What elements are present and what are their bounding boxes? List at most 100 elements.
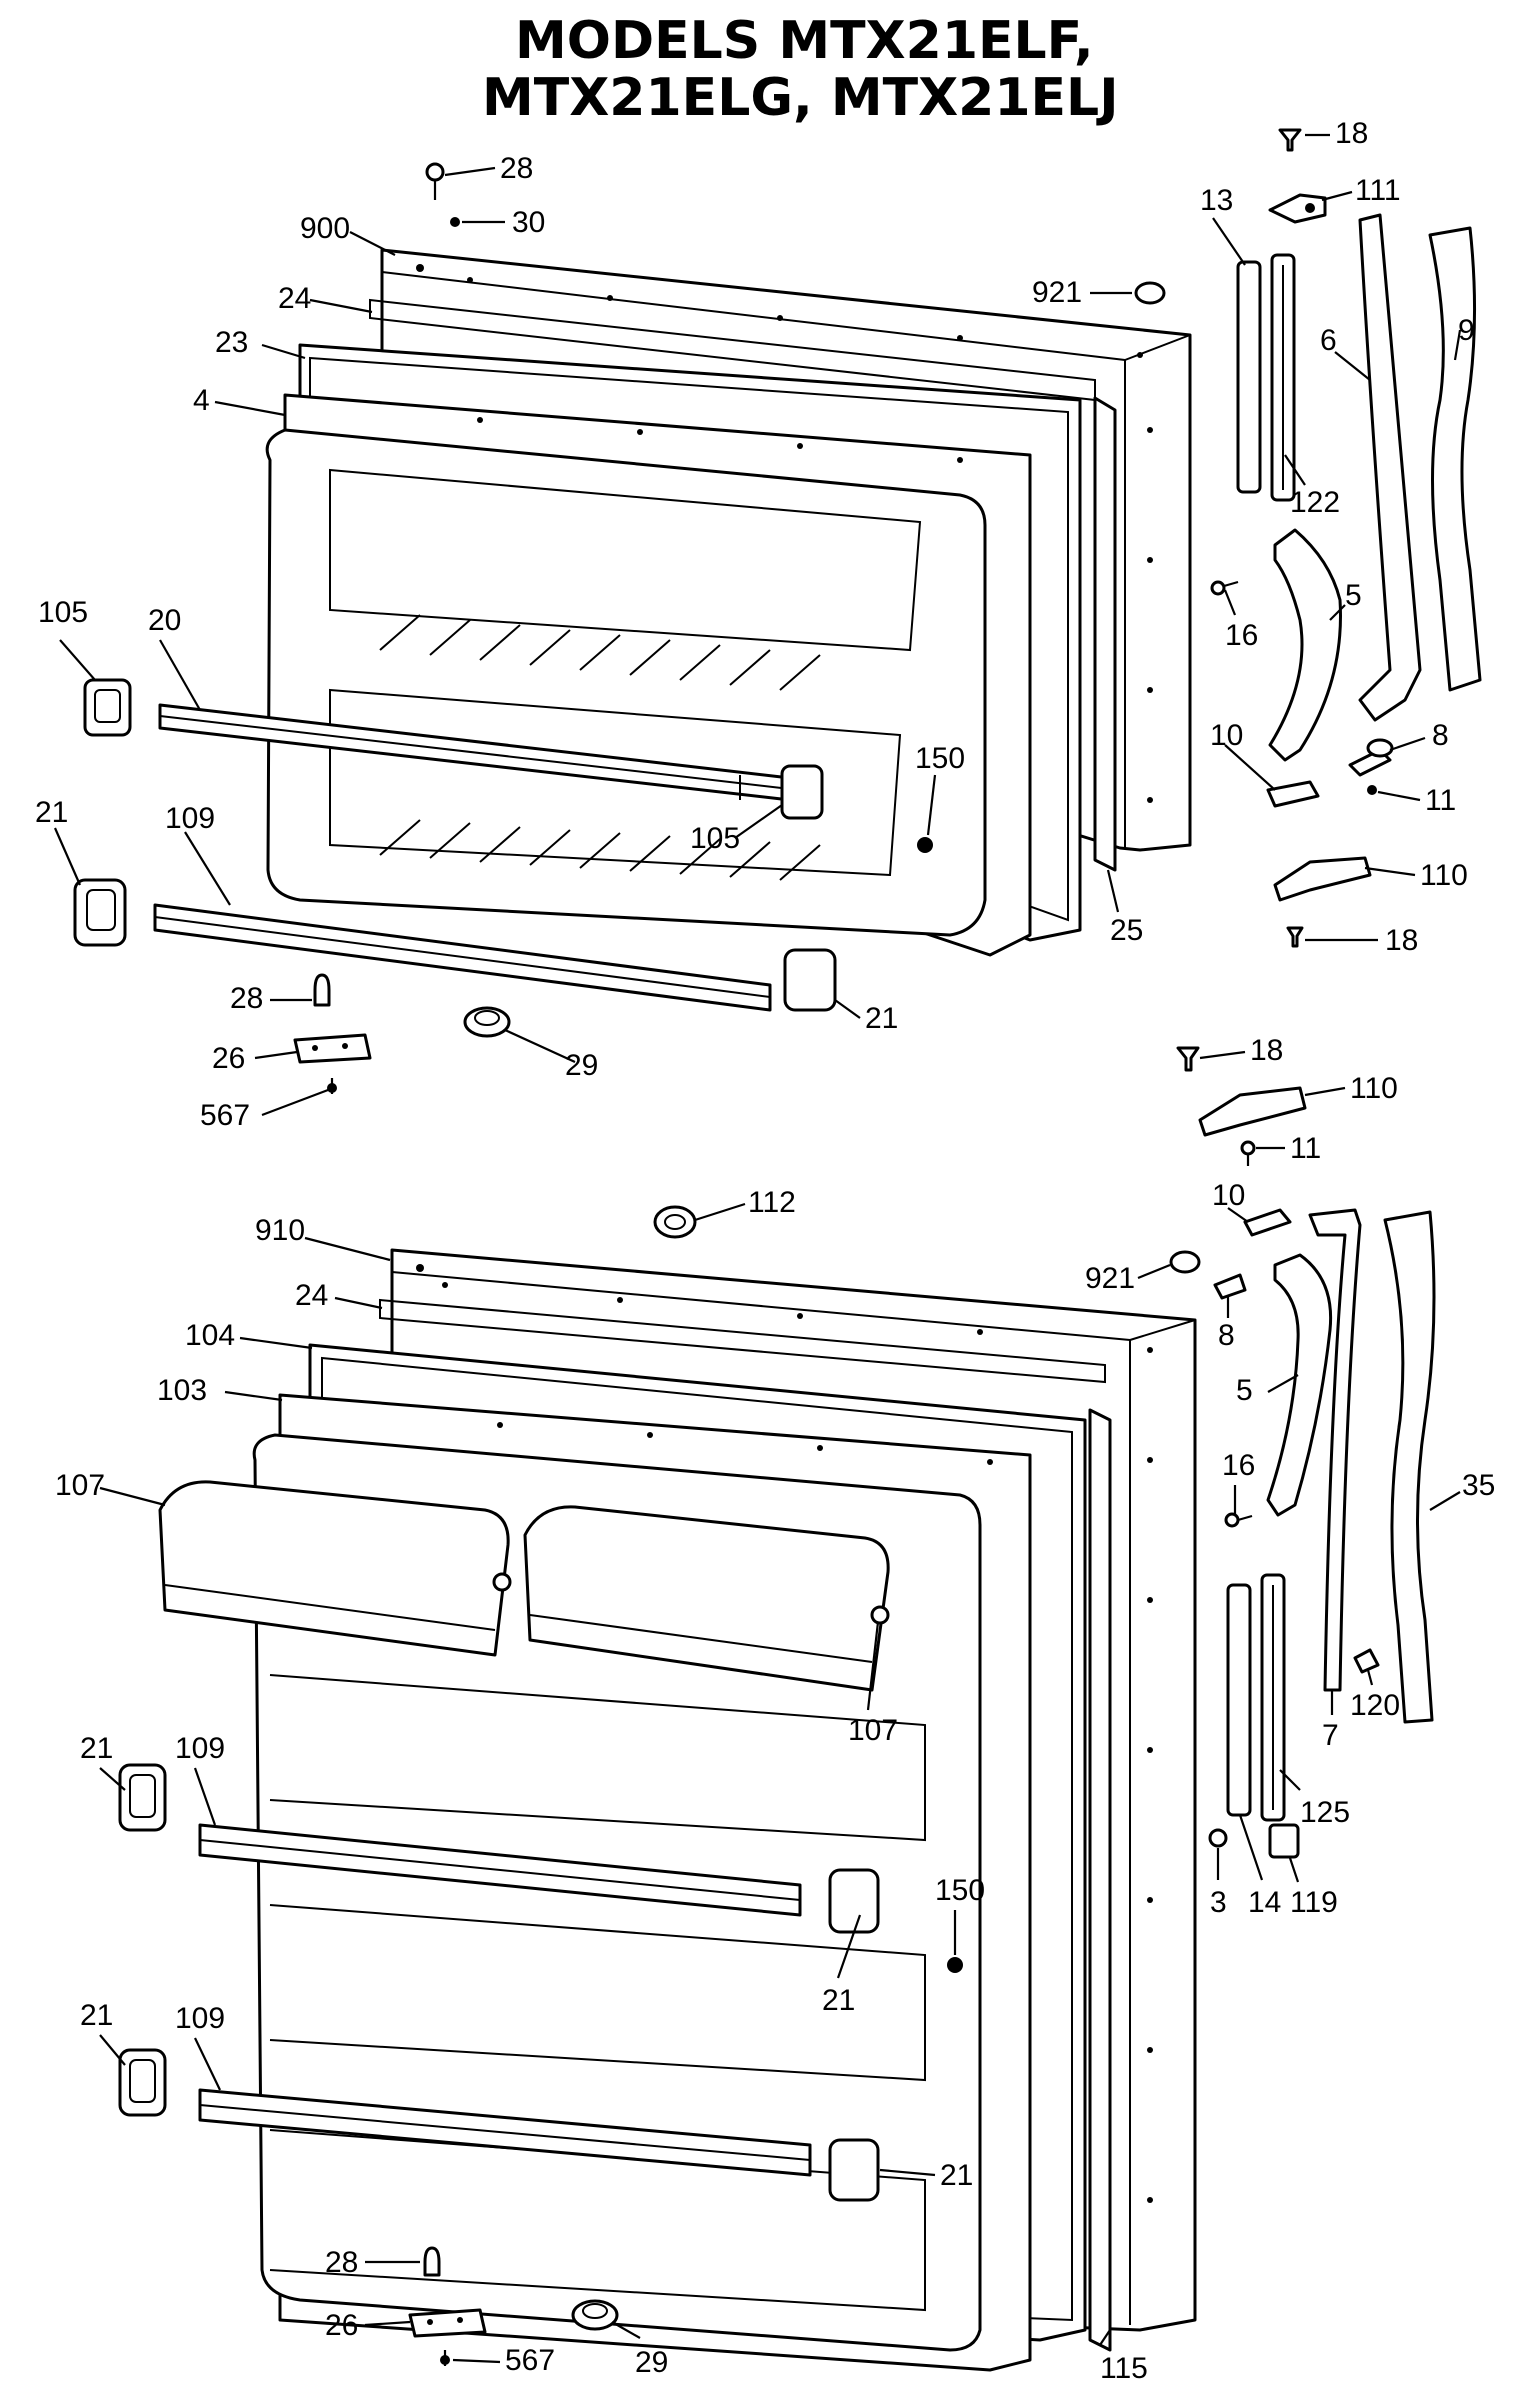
callout-28: 28: [500, 152, 533, 185]
callout-21: 21: [80, 1732, 113, 1765]
stop-13-122: [1236, 253, 1296, 502]
callout-30: 30: [512, 206, 545, 239]
dairy-compartment-107-left: [158, 1480, 512, 1657]
callout-110: 110: [1420, 859, 1468, 892]
screw-150-freezer: [917, 837, 933, 853]
callout-5: 5: [1345, 579, 1362, 612]
handle-bracket-5-freezer: [1268, 528, 1342, 762]
clip-8-fresh-food: [1213, 1273, 1247, 1300]
callout-7: 7: [1322, 1719, 1339, 1752]
callout-18: 18: [1385, 924, 1418, 957]
clip-10-fresh-food: [1243, 1208, 1292, 1237]
callout-910: 910: [255, 1214, 305, 1247]
screw-150-fresh-food: [947, 1957, 963, 1973]
callout-25: 25: [1110, 914, 1143, 947]
screw-3: [1208, 1828, 1228, 1848]
callout-10: 10: [1212, 1179, 1245, 1212]
callout-21: 21: [865, 1002, 898, 1035]
callout-24: 24: [295, 1279, 328, 1312]
dairy-compartment-107-right: [523, 1505, 890, 1692]
callout-24: 24: [278, 282, 311, 315]
callout-26: 26: [212, 1042, 245, 1075]
callout-105: 105: [38, 596, 88, 629]
screw-28-freezer: [313, 973, 331, 1007]
callout-120: 120: [1350, 1689, 1400, 1722]
screw-30: [450, 217, 460, 227]
callout-21: 21: [35, 796, 68, 829]
callout-18: 18: [1335, 117, 1368, 150]
callout-21: 21: [940, 2159, 973, 2192]
screw-18-middle: [1176, 1046, 1200, 1072]
callout-29: 29: [565, 1049, 598, 1082]
callout-6: 6: [1320, 324, 1337, 357]
screw-28-top: [425, 162, 445, 200]
hinge-110-middle: [1198, 1086, 1307, 1137]
callout-110: 110: [1350, 1072, 1398, 1105]
callout-28: 28: [325, 2246, 358, 2279]
hinge-plate-26-fresh-food: [408, 2308, 487, 2338]
end-cap-105-right: [780, 764, 824, 820]
callout-109: 109: [165, 802, 215, 835]
callout-103: 103: [157, 1374, 207, 1407]
screw-18-freezer: [1286, 926, 1304, 948]
callout-900: 900: [300, 212, 350, 245]
callout-107: 107: [848, 1714, 898, 1747]
callout-921: 921: [1032, 276, 1082, 309]
screw-18-top: [1278, 128, 1302, 152]
callout-21: 21: [80, 1999, 113, 2032]
end-cap-105-left: [83, 678, 132, 737]
callout-23: 23: [215, 326, 248, 359]
end-cap-21-right-upper: [828, 1868, 880, 1934]
screw-16-fresh-food: [1224, 1512, 1253, 1528]
hinge-110-freezer: [1273, 856, 1372, 902]
callout-5: 5: [1236, 1374, 1253, 1407]
cup-29-freezer: [463, 1006, 511, 1038]
callout-18: 18: [1250, 1034, 1283, 1067]
screw-28-fresh-food: [423, 2246, 441, 2277]
callout-119: 119: [1290, 1886, 1338, 1919]
callout-11: 11: [1425, 784, 1456, 817]
callout-10: 10: [1210, 719, 1243, 752]
fresh-food-gasket-strip: [379, 1298, 1106, 1384]
callout-26: 26: [325, 2309, 358, 2342]
callout-3: 3: [1210, 1886, 1227, 1919]
callout-567: 567: [200, 1099, 250, 1132]
plug-921-fresh-food: [1169, 1250, 1201, 1274]
clip-8-freezer: [1348, 738, 1394, 777]
callout-16: 16: [1225, 619, 1258, 652]
callout-labels: 28 30 900 24 23 4 921 18 111 13 6 9 122 …: [35, 117, 1495, 2385]
freezer-liner-inner: [265, 428, 987, 937]
callout-109: 109: [175, 2002, 225, 2035]
cup-112: [653, 1205, 697, 1239]
callout-150: 150: [915, 742, 965, 775]
callout-4: 4: [193, 384, 210, 417]
callout-111: 111: [1355, 174, 1401, 207]
clip-119: [1268, 1823, 1300, 1859]
leader-lines: [53, 133, 1462, 2364]
handle-trim-9: [1428, 226, 1482, 692]
hinge-111: [1268, 193, 1327, 224]
callout-105: 105: [690, 822, 740, 855]
callout-104: 104: [185, 1319, 235, 1352]
title-line-1: MODELS MTX21ELF,: [515, 11, 1094, 71]
callout-20: 20: [148, 604, 181, 637]
callout-8: 8: [1432, 719, 1449, 752]
callout-115: 115: [1100, 2352, 1148, 2385]
handle-trim-35: [1383, 1210, 1436, 1724]
callout-109: 109: [175, 1732, 225, 1765]
screw-567-freezer: [327, 1078, 337, 1094]
screw-11-middle: [1240, 1140, 1256, 1166]
callout-9: 9: [1458, 314, 1475, 347]
handle-bracket-5-fresh-food: [1266, 1253, 1333, 1517]
fresh-food-door-assembly: [252, 1248, 1197, 2372]
callout-8: 8: [1218, 1319, 1235, 1352]
callout-11: 11: [1290, 1132, 1321, 1165]
freezer-door-strip-25: [1093, 396, 1117, 872]
callout-122: 122: [1290, 486, 1340, 519]
fresh-food-shelf-bar-upper: [198, 1823, 802, 1917]
fresh-food-door-strip-115: [1088, 1408, 1112, 2352]
callout-13: 13: [1200, 184, 1233, 217]
plug-921-top: [1134, 281, 1166, 305]
callout-567: 567: [505, 2344, 555, 2377]
